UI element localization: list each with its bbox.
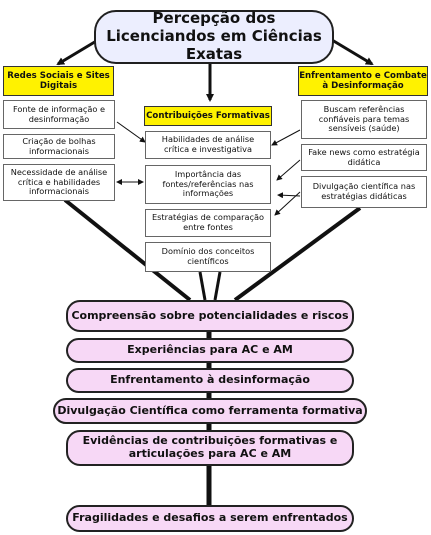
funnel-left	[63, 198, 192, 302]
outcome-6: Fragilidades e desafios a serem enfrenta…	[66, 505, 354, 532]
center-item-1: Habilidades de análise crítica e investi…	[145, 131, 271, 159]
right-item-1: Buscam referências confiáveis para temas…	[301, 100, 427, 139]
outcome-2: Experiências para AC e AM	[66, 338, 354, 363]
link-right2-center2	[276, 159, 301, 181]
outcome-4: Divulgação Científica como ferramenta fo…	[53, 398, 367, 424]
right-item-2: Fake news como estratégia didática	[301, 144, 427, 171]
link-right1-center1	[271, 129, 301, 146]
link-left1-center1	[116, 121, 146, 143]
center-header: Contribuições Formativas	[144, 106, 272, 126]
right-item-3: Divulgação científica nas estratégias di…	[301, 176, 427, 208]
left-item-1: Fonte de informação e desinformação	[3, 100, 115, 129]
right-header: Enfrentamento e Combate à Desinformação	[298, 66, 428, 96]
left-item-3: Necessidade de análise crítica e habilid…	[3, 164, 115, 201]
funnel-center-right	[213, 271, 222, 301]
left-header: Redes Sociais e Sites Digitais	[3, 66, 114, 96]
center-item-4: Domínio dos conceitos científicos	[145, 242, 271, 272]
center-item-3: Estratégias de comparação entre fontes	[145, 209, 271, 237]
outcome-1: Compreensão sobre potencialidades e risc…	[66, 300, 354, 332]
arrow-title-right	[331, 38, 374, 66]
diagram-title: Percepção dos Licenciandos em Ciências E…	[94, 10, 334, 64]
arrow-title-left	[56, 38, 99, 66]
center-item-2: Importância das fontes/referências nas i…	[145, 165, 271, 204]
outcome-5: Evidências de contribuições formativas e…	[66, 430, 354, 466]
left-item-2: Criação de bolhas informacionais	[3, 134, 115, 159]
link-right3-center2	[277, 192, 301, 199]
outcome-3: Enfrentamento à desinformação	[66, 368, 354, 393]
funnel-right	[233, 206, 362, 302]
funnel-center-left	[198, 271, 207, 301]
